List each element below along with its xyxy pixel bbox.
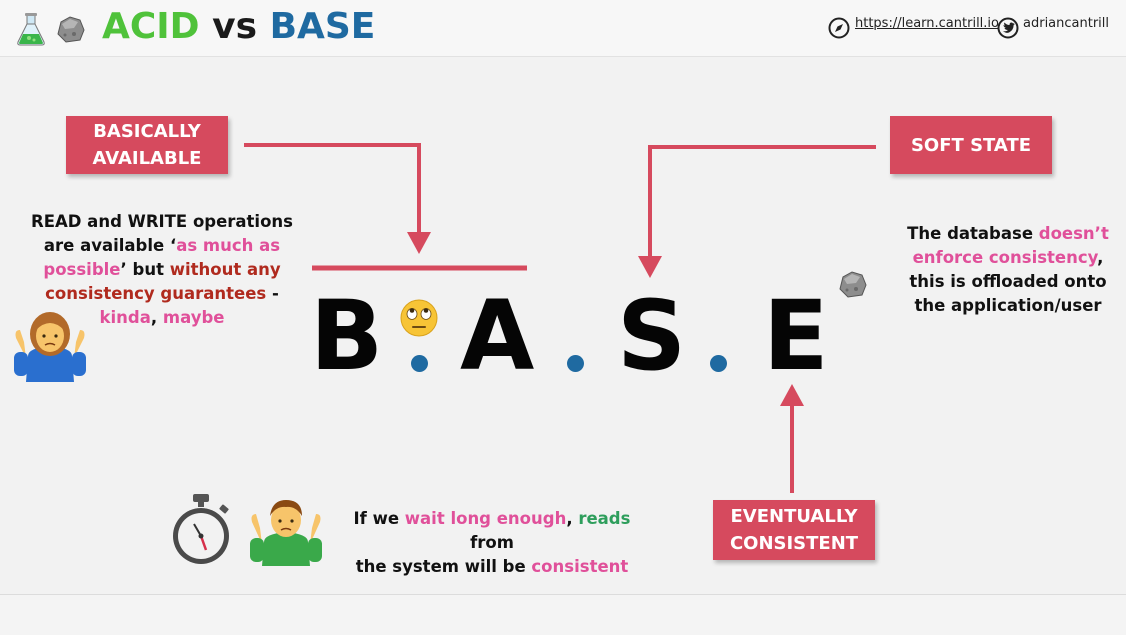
header-bar xyxy=(0,0,1126,57)
stopwatch-icon xyxy=(173,494,229,564)
dot-2 xyxy=(567,355,584,372)
arrowhead-eventually-consistent xyxy=(780,384,804,406)
footer-bar xyxy=(0,594,1126,635)
shrug-woman-icon xyxy=(14,312,86,382)
arrowhead-basically-available xyxy=(407,232,431,254)
title-base: BASE xyxy=(269,6,376,47)
twitter-handle[interactable]: adriancantrill xyxy=(1023,16,1110,31)
letter-e: E xyxy=(763,280,829,392)
course-link[interactable]: https://learn.cantrill.io xyxy=(855,16,999,31)
page-title: ACID vs BASE xyxy=(102,6,375,47)
dot-3 xyxy=(710,355,727,372)
rock-icon-small xyxy=(839,271,867,298)
basically-available-description: READ and WRITE operations are available … xyxy=(31,212,293,327)
arrow-basically-available xyxy=(244,143,421,236)
letter-s: S xyxy=(617,280,687,392)
eyeroll-face-icon xyxy=(400,299,438,337)
soft-state-box: SOFT STATE xyxy=(890,116,1052,174)
soft-state-description: The database doesn’t enforce consistency… xyxy=(907,224,1109,315)
basically-available-box: BASICALLY AVAILABLE xyxy=(66,116,228,174)
twitter-icon[interactable] xyxy=(997,17,1019,39)
eventually-consistent-box: EVENTUALLY CONSISTENT xyxy=(713,500,875,560)
flask-icon xyxy=(17,13,45,46)
letter-a: A xyxy=(460,280,535,392)
arrow-soft-state xyxy=(648,145,876,260)
eventually-consistent-description: If we wait long enough, reads from the s… xyxy=(353,509,631,576)
title-acid: ACID xyxy=(102,6,200,47)
letter-b: B xyxy=(310,280,384,392)
shrug-man-icon xyxy=(250,500,322,566)
dot-1 xyxy=(411,355,428,372)
arrowhead-soft-state xyxy=(638,256,662,278)
compass-icon xyxy=(828,17,850,39)
title-vs: vs xyxy=(212,6,258,47)
rock-icon xyxy=(57,16,85,43)
